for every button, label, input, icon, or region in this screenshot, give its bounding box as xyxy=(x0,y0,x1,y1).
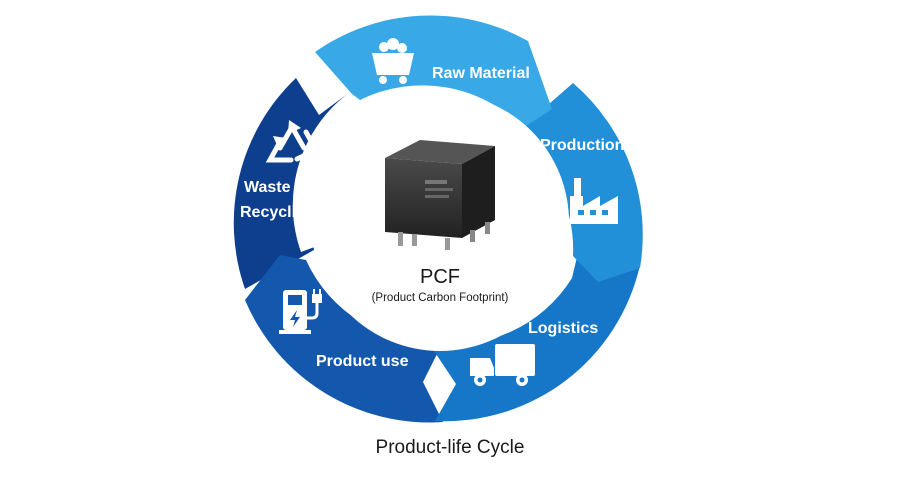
segment-waste-recycling xyxy=(233,78,350,289)
mine-cart-icon xyxy=(372,38,414,84)
recycle-icon xyxy=(265,120,320,163)
center-title: PCF xyxy=(420,266,460,288)
segment-label-raw-material: Raw Material xyxy=(432,65,530,82)
segment-label-production: Production xyxy=(540,137,624,154)
charging-station-icon xyxy=(279,289,322,334)
relay-component-image xyxy=(385,140,495,250)
segment-label-product-use: Product use xyxy=(316,353,409,370)
factory-icon xyxy=(570,178,618,224)
segment-label-logistics: Logistics xyxy=(528,320,598,337)
truck-icon xyxy=(470,344,535,386)
segment-label-waste: Waste・ xyxy=(244,179,307,196)
diagram-caption: Product-life Cycle xyxy=(375,437,525,458)
segment-raw-material xyxy=(315,15,552,128)
center-subtitle: (Product Carbon Footprint) xyxy=(372,292,509,304)
segment-label-recycling: Recycling xyxy=(240,204,316,221)
